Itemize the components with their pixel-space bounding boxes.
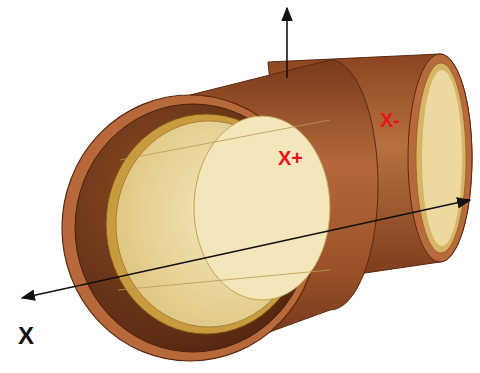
inner-tube-far-end	[194, 116, 330, 300]
rear-inner-tube	[416, 63, 466, 253]
axis-line	[286, 8, 288, 78]
rear-inner-face	[422, 70, 462, 246]
inner-tube-edge	[118, 270, 330, 290]
axis-end-label: X-	[380, 110, 400, 130]
axis-name: X	[18, 324, 34, 348]
axis-line	[22, 200, 470, 298]
axis-end-label: X+	[278, 148, 303, 168]
rear-tube-rim	[408, 54, 472, 262]
